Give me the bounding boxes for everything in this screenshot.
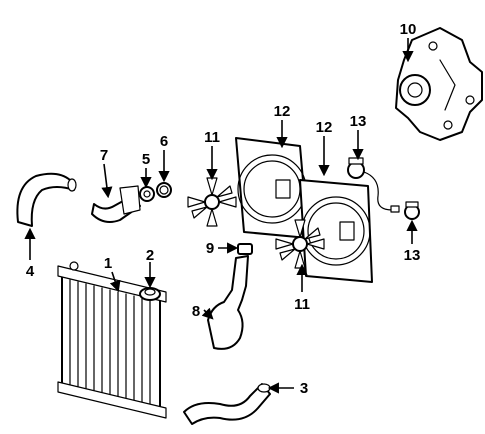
water-outlet-part: [91, 185, 141, 223]
callout-12-left: 12: [274, 103, 291, 120]
callout-3: 3: [300, 380, 308, 397]
gasket-part: [156, 182, 172, 198]
callout-12-right: 12: [316, 119, 333, 136]
callout-11-right: 11: [294, 296, 310, 313]
cooling-fan-left-part: [187, 177, 237, 227]
upper-hose-part: [16, 172, 77, 227]
callout-7: 7: [100, 147, 108, 164]
fan-shroud-right-part: [299, 179, 373, 283]
water-pump-part: [395, 27, 483, 141]
callout-4: 4: [26, 263, 35, 280]
callout-6: 6: [160, 133, 168, 150]
radiator-cap-part: [139, 287, 161, 301]
callout-2: 2: [146, 247, 154, 264]
callout-1: 1: [104, 255, 112, 272]
lower-hose-part: [183, 383, 271, 425]
cooling-fan-right-part: [275, 219, 325, 269]
callout-11-left: 11: [204, 129, 220, 146]
radiator-part: [57, 261, 167, 419]
callout-5: 5: [142, 151, 150, 168]
reservoir-cap-part: [237, 243, 253, 255]
thermostat-part: [139, 186, 155, 202]
callout-10: 10: [400, 21, 417, 38]
callout-8: 8: [192, 303, 200, 320]
fan-motor-lower-part: [404, 201, 420, 220]
coolant-reservoir-part: [207, 255, 249, 350]
callout-9: 9: [206, 240, 214, 257]
callout-13-lower: 13: [404, 247, 421, 264]
callout-13-upper: 13: [350, 113, 367, 130]
fan-motor-upper-part: [347, 157, 400, 213]
